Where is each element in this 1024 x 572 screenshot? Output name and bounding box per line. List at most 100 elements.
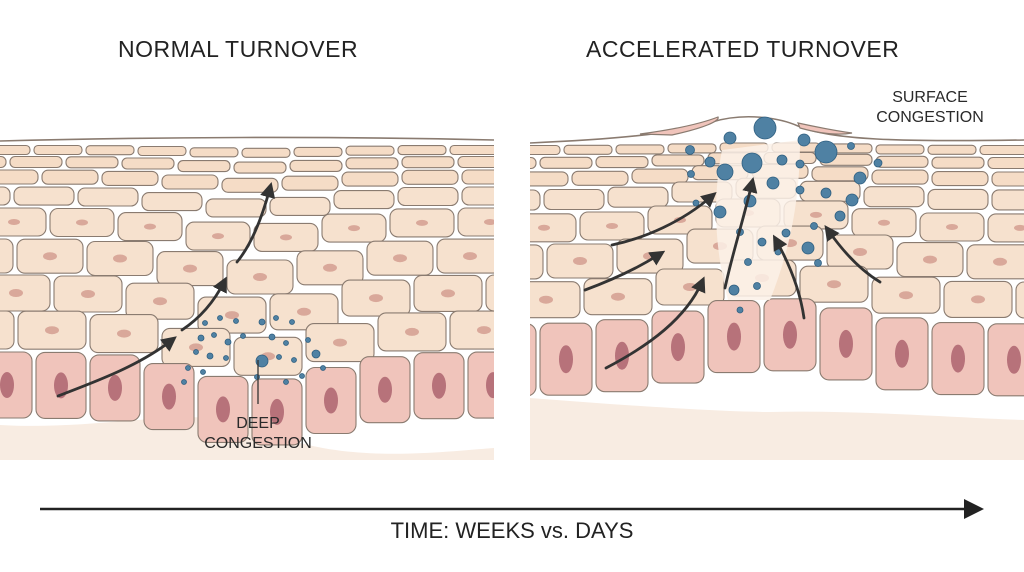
cell-nucleus xyxy=(45,326,59,335)
cell-nucleus xyxy=(1007,345,1021,374)
flat-cell xyxy=(931,156,985,169)
congestion-dot xyxy=(814,259,822,267)
cell-nucleus xyxy=(416,219,428,226)
spinous-cell xyxy=(461,186,494,206)
cell-nucleus xyxy=(369,294,383,303)
cell-nucleus xyxy=(783,320,797,349)
congestion-dot xyxy=(200,369,206,375)
flat-cell xyxy=(595,156,649,169)
epidermis-cells-right xyxy=(530,140,1024,397)
accelerated-turnover-panel xyxy=(530,115,1024,460)
cell-nucleus xyxy=(378,376,392,403)
congestion-dot xyxy=(814,140,838,164)
spinous-cell xyxy=(269,196,331,216)
up-arrow-icon xyxy=(824,224,882,284)
right-arrow-icon xyxy=(583,250,666,292)
accelerated-turnover-title: ACCELERATED TURNOVER xyxy=(586,36,900,62)
congestion-dot xyxy=(283,340,289,346)
congestion-dot xyxy=(258,318,266,326)
skin-surface-left xyxy=(0,136,494,142)
cell-nucleus xyxy=(153,297,167,306)
congestion-dot xyxy=(776,154,788,166)
congestion-dot xyxy=(291,357,297,363)
flat-cell xyxy=(979,144,1024,156)
cell-nucleus xyxy=(971,295,985,304)
cell-nucleus xyxy=(671,333,685,362)
spinous-cell xyxy=(530,213,577,243)
spinous-cell xyxy=(0,310,15,350)
cell-nucleus xyxy=(76,219,88,226)
spinous-cell xyxy=(485,274,494,312)
congestion-dot xyxy=(873,158,883,168)
basal-cell xyxy=(0,351,33,419)
spinous-cell xyxy=(530,281,581,319)
cell-nucleus xyxy=(539,295,553,304)
congestion-dot xyxy=(713,205,727,219)
flat-cell xyxy=(9,155,63,169)
flat-cell xyxy=(41,169,99,185)
flat-cell xyxy=(101,170,159,186)
flat-cell xyxy=(345,145,395,156)
spinous-cell xyxy=(457,207,494,237)
spinous-cell xyxy=(13,186,75,206)
flat-cell xyxy=(563,144,613,155)
cell-nucleus xyxy=(393,254,407,263)
normal-turnover-title: NORMAL TURNOVER xyxy=(118,36,359,62)
cell-nucleus xyxy=(573,257,587,265)
up-arrow-icon xyxy=(772,234,806,320)
dermis-right xyxy=(530,398,1024,460)
spinous-cell xyxy=(333,190,395,210)
congestion-dot xyxy=(268,333,276,341)
cell-nucleus xyxy=(1014,224,1024,231)
congestion-dot xyxy=(283,379,289,385)
congestion-dot xyxy=(797,133,811,147)
congestion-dot xyxy=(240,333,246,339)
migration-arrows-left xyxy=(56,182,276,398)
congestion-dot xyxy=(847,142,855,150)
flat-cell xyxy=(530,156,537,170)
spinous-cell xyxy=(987,213,1024,243)
basal-cell xyxy=(987,323,1024,397)
spinous-cell xyxy=(205,198,267,218)
cell-nucleus xyxy=(212,233,224,240)
up-arrow-icon xyxy=(56,336,177,398)
congestion-dot xyxy=(299,373,305,379)
up-arrow-icon xyxy=(723,177,758,290)
flat-cell xyxy=(65,156,119,169)
congestion-dot xyxy=(820,187,832,199)
cell-nucleus xyxy=(827,280,841,289)
flat-cell xyxy=(401,156,455,169)
congestion-dot xyxy=(211,332,217,338)
cell-nucleus xyxy=(895,339,909,368)
congestion-dot xyxy=(320,365,326,371)
cell-nucleus xyxy=(253,273,267,281)
flat-cell xyxy=(161,174,219,190)
congestion-dot xyxy=(801,241,815,255)
spinous-cell xyxy=(0,274,51,312)
surface-congestion-line1: SURFACE xyxy=(892,89,968,106)
up-arrow-icon xyxy=(235,182,276,264)
flat-cell xyxy=(875,155,929,168)
flat-cell xyxy=(33,144,83,156)
spinous-cell xyxy=(0,238,14,274)
cell-nucleus xyxy=(405,327,419,336)
deep-congestion-dots xyxy=(181,315,326,385)
deep-congestion-line1: DEEP xyxy=(236,415,280,432)
basal-cell xyxy=(530,323,537,396)
cell-nucleus xyxy=(463,252,477,261)
flat-cell xyxy=(121,157,175,170)
congestion-dot xyxy=(853,171,867,185)
flat-cell xyxy=(461,169,494,185)
cell-nucleus xyxy=(559,345,573,374)
flat-cell xyxy=(927,144,977,155)
congestion-dot xyxy=(254,374,260,380)
spinous-cell xyxy=(863,186,925,208)
flat-cell xyxy=(0,155,7,169)
congestion-dot xyxy=(193,349,199,355)
flat-cell xyxy=(530,144,561,156)
congestion-dot xyxy=(197,334,205,342)
spinous-cell xyxy=(397,186,459,207)
congestion-dot xyxy=(276,354,282,360)
congestion-dot xyxy=(753,116,777,140)
